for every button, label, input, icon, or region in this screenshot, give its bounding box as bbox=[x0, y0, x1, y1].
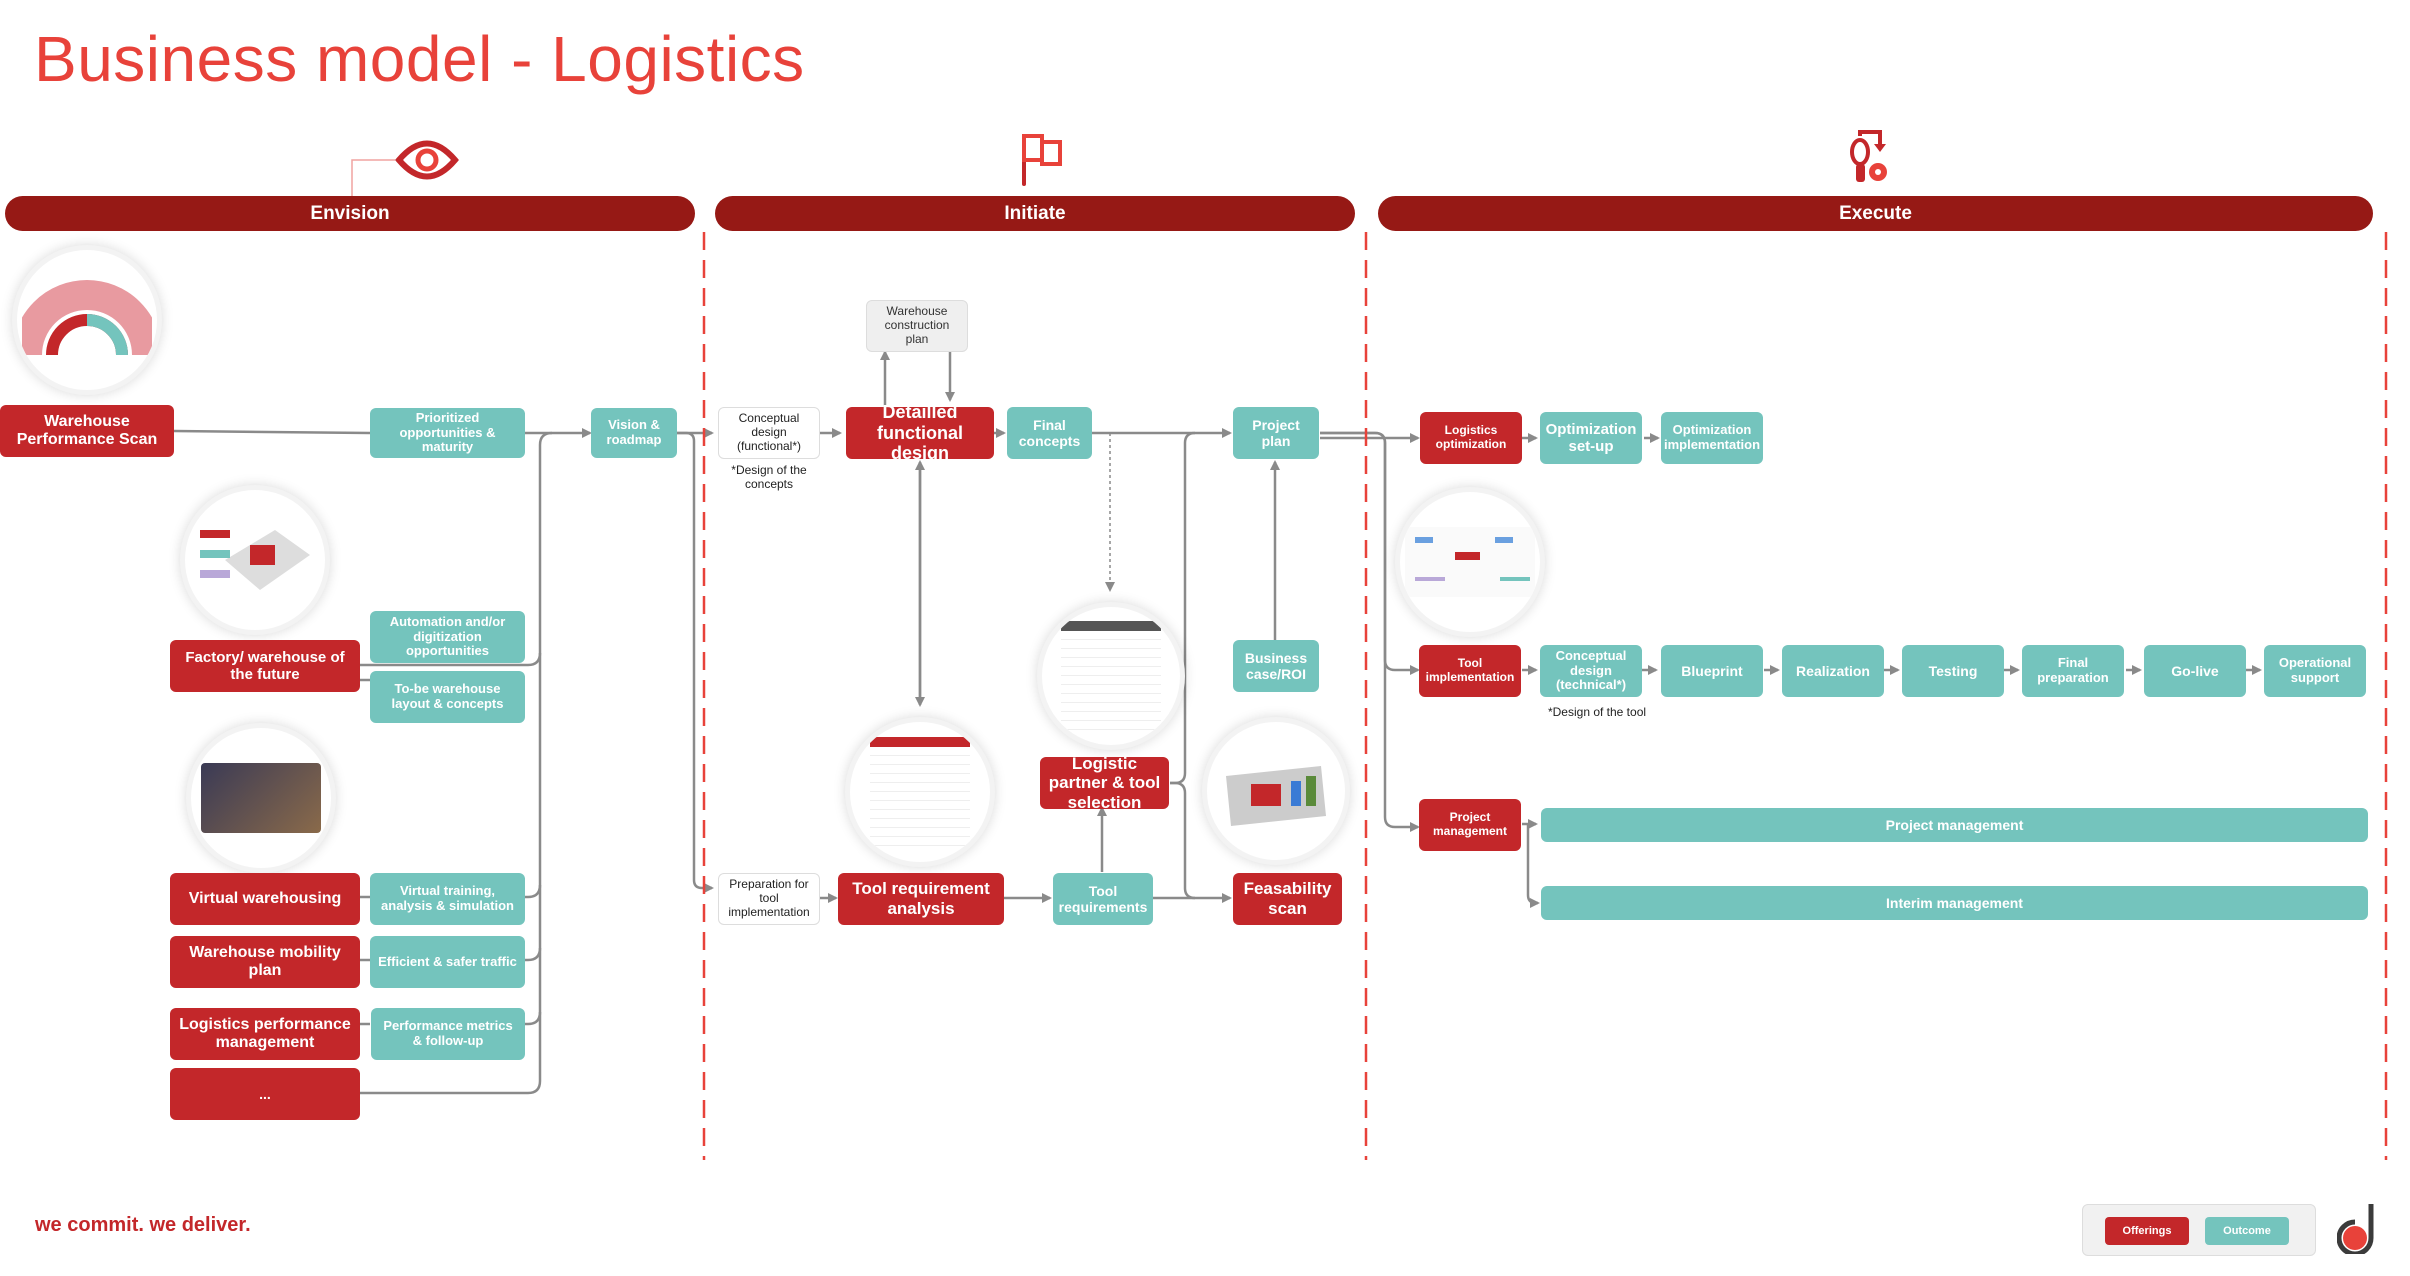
legend-offerings: Offerings bbox=[2105, 1217, 2189, 1245]
conceptual-design-note: *Design of the concepts bbox=[731, 463, 807, 492]
conceptual-design-technical-note: *Design of the tool bbox=[1547, 705, 1647, 719]
vr-thumbnail bbox=[186, 723, 336, 873]
feasability-scan[interactable]: Feasability scan bbox=[1233, 873, 1342, 925]
outcome-efficient-traffic[interactable]: Efficient & safer traffic bbox=[370, 936, 525, 988]
optimization-set-up[interactable]: Optimization set-up bbox=[1540, 412, 1642, 464]
final-preparation[interactable]: Final preparation bbox=[2022, 645, 2124, 697]
legend-outcome: Outcome bbox=[2205, 1217, 2289, 1245]
conceptual-design-functional[interactable]: Conceptual design (functional*) bbox=[718, 407, 820, 459]
scan-thumbnail bbox=[12, 245, 162, 395]
phase-execute: Execute bbox=[1378, 196, 2373, 231]
tool-requirement-analysis[interactable]: Tool requirement analysis bbox=[838, 873, 1004, 925]
outcome-performance-metrics[interactable]: Performance metrics & follow-up bbox=[371, 1008, 525, 1060]
offering-logistics-performance-management[interactable]: Logistics performance management bbox=[170, 1008, 360, 1060]
warehouse-construction-plan[interactable]: Warehouse construction plan bbox=[866, 300, 968, 352]
outcome-virtual-training[interactable]: Virtual training, analysis & simulation bbox=[370, 873, 525, 925]
offering-warehouse-performance-scan[interactable]: Warehouse Performance Scan bbox=[0, 405, 174, 457]
go-live[interactable]: Go-live bbox=[2144, 645, 2246, 697]
factory-thumbnail bbox=[180, 485, 330, 635]
tool-requirements[interactable]: Tool requirements bbox=[1053, 873, 1153, 925]
phase-initiate: Initiate bbox=[715, 196, 1355, 231]
phase-envision: Envision bbox=[5, 196, 695, 231]
blueprint[interactable]: Blueprint bbox=[1661, 645, 1763, 697]
tool-implementation[interactable]: Tool implementation bbox=[1419, 645, 1521, 697]
project-management-offering[interactable]: Project management bbox=[1419, 799, 1521, 851]
eye-icon bbox=[395, 135, 459, 185]
project-plan[interactable]: Project plan bbox=[1233, 407, 1319, 459]
legend: Offerings Outcome bbox=[2082, 1204, 2316, 1256]
offering-warehouse-mobility-plan[interactable]: Warehouse mobility plan bbox=[170, 936, 360, 988]
optimization-implementation[interactable]: Optimization implementation bbox=[1661, 412, 1763, 464]
interim-management-outcome[interactable]: Interim management bbox=[1541, 886, 2368, 920]
flag-icon bbox=[1020, 132, 1068, 188]
final-concepts[interactable]: Final concepts bbox=[1007, 407, 1092, 459]
outcome-vision-roadmap[interactable]: Vision & roadmap bbox=[591, 408, 677, 458]
testing[interactable]: Testing bbox=[1902, 645, 2004, 697]
lightbulb-gear-icon bbox=[1848, 130, 1898, 190]
outcome-to-be-layout[interactable]: To-be warehouse layout & concepts bbox=[370, 671, 525, 723]
detailled-functional-design[interactable]: Detailled functional design bbox=[846, 402, 994, 463]
d-logo-icon bbox=[2336, 1202, 2377, 1257]
offering-virtual-warehousing[interactable]: Virtual warehousing bbox=[170, 873, 360, 925]
feasability-thumbnail bbox=[1202, 717, 1350, 865]
business-case-roi[interactable]: Business case/ROI bbox=[1233, 640, 1319, 692]
offering-factory-of-the-future[interactable]: Factory/ warehouse of the future bbox=[170, 640, 360, 692]
outcome-prioritized-opportunities[interactable]: Prioritized opportunities & maturity bbox=[370, 408, 525, 458]
tool-requirement-thumbnail bbox=[845, 717, 995, 867]
logistics-optimization[interactable]: Logistics optimization bbox=[1420, 412, 1522, 464]
tagline: we commit. we deliver. bbox=[35, 1214, 251, 1236]
conceptual-design-technical[interactable]: Conceptual design (technical*) bbox=[1540, 645, 1642, 697]
operational-support[interactable]: Operational support bbox=[2264, 645, 2366, 697]
preparation-for-tool-implementation[interactable]: Preparation for tool implementation bbox=[718, 873, 820, 925]
tool-landscape-thumbnail bbox=[1395, 487, 1545, 637]
outcome-automation-opportunities[interactable]: Automation and/or digitization opportuni… bbox=[370, 611, 525, 663]
logistic-partner-tool-selection[interactable]: Logistic partner & tool selection bbox=[1040, 754, 1169, 812]
realization[interactable]: Realization bbox=[1782, 645, 1884, 697]
offering-more[interactable]: ... bbox=[170, 1068, 360, 1120]
partner-selection-thumbnail bbox=[1037, 602, 1185, 750]
project-management-outcome[interactable]: Project management bbox=[1541, 808, 2368, 842]
page-title: Business model - Logistics bbox=[34, 23, 805, 95]
